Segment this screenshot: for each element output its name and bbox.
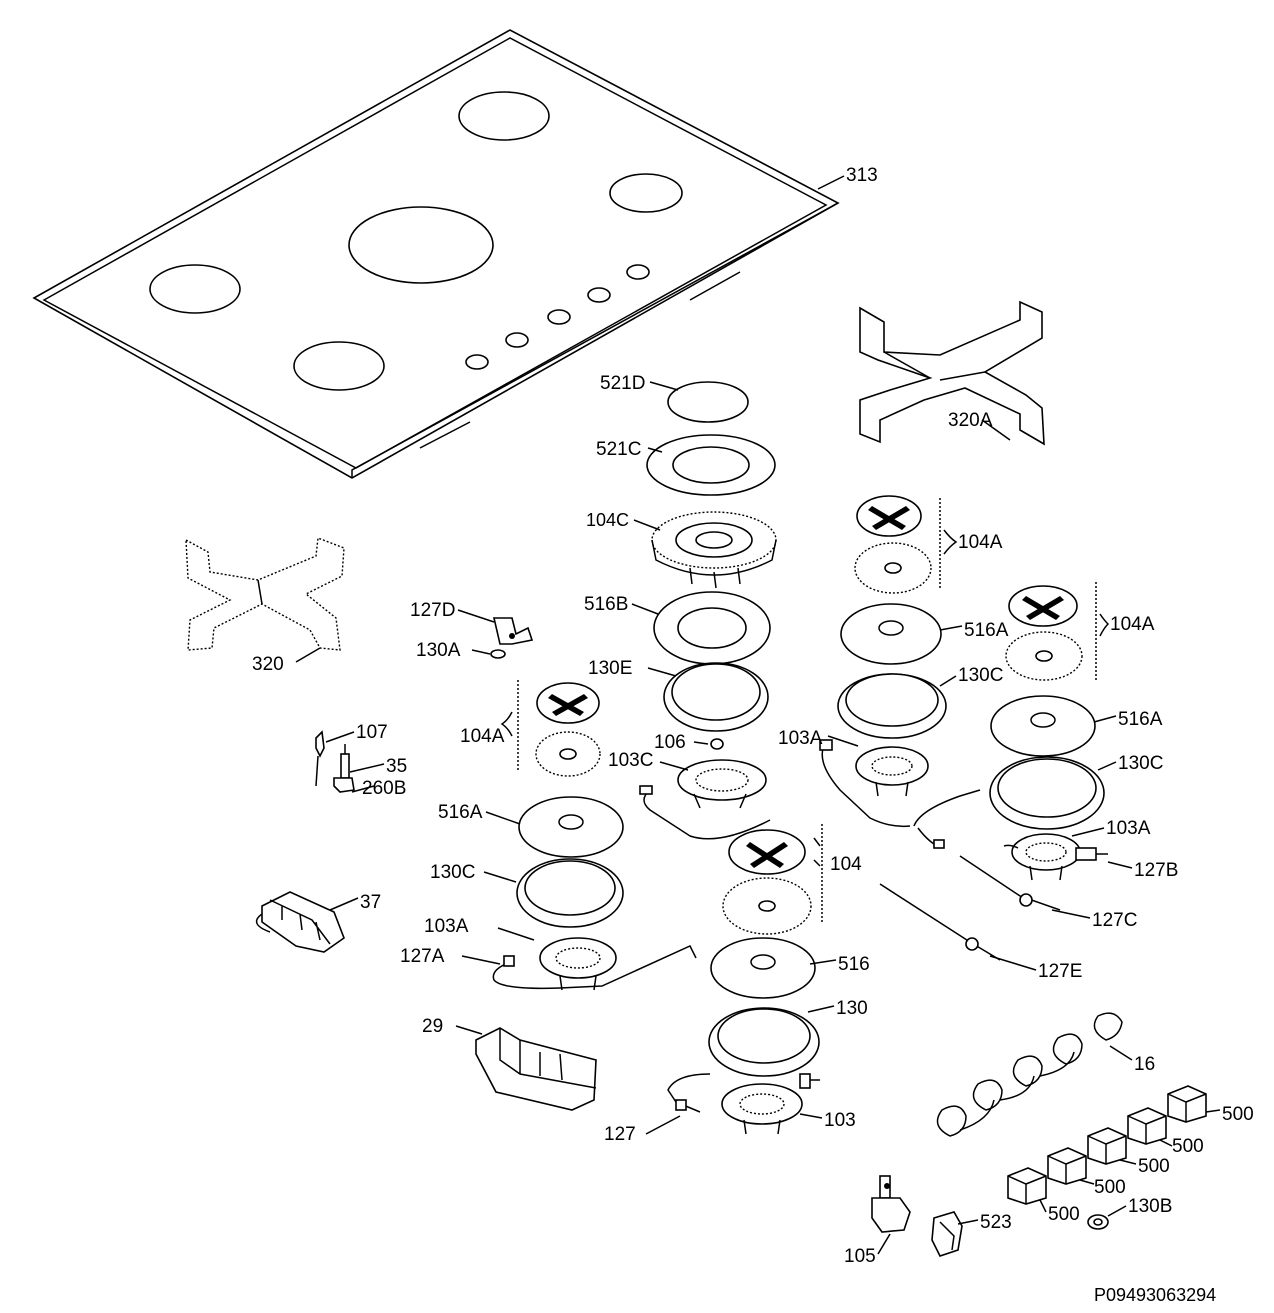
- label-104A-left: 104A: [460, 726, 505, 747]
- burner-104C: [651, 511, 777, 589]
- spring-clips-16: [936, 1012, 1123, 1137]
- spreader-516A-right: [990, 695, 1096, 757]
- injector-106: [710, 738, 724, 750]
- label-35: 35: [386, 756, 407, 777]
- seal-130C-right: [989, 756, 1105, 830]
- burner-104A-right: [1005, 585, 1083, 681]
- label-104C: 104C: [586, 510, 629, 530]
- knob-500-1: [1167, 1085, 1207, 1123]
- washer-130B: [1087, 1214, 1109, 1230]
- burner-104A-left: [535, 682, 601, 777]
- label-103A-right: 103A: [1106, 818, 1151, 839]
- label-500-3: 500: [1138, 1156, 1170, 1177]
- label-16: 16: [1134, 1054, 1155, 1075]
- burner-cap-521D: [667, 381, 749, 423]
- burner-body-103A-mid: [819, 739, 929, 828]
- label-130: 130: [836, 998, 868, 1019]
- label-516A-right: 516A: [1118, 709, 1163, 730]
- knob-500-5: [1007, 1167, 1047, 1205]
- knob-500-4: [1047, 1147, 1087, 1185]
- label-29: 29: [422, 1016, 443, 1037]
- ignition-37: [255, 891, 345, 953]
- label-130C-right: 130C: [1118, 753, 1163, 774]
- label-130E: 130E: [588, 658, 632, 679]
- label-516A-left: 516A: [438, 802, 483, 823]
- label-37: 37: [360, 892, 381, 913]
- label-130C-left: 130C: [430, 862, 475, 883]
- burner-ring-521C: [646, 434, 776, 496]
- label-500-4: 500: [1094, 1177, 1126, 1198]
- label-500-1: 500: [1222, 1104, 1254, 1125]
- pan-support-320: [185, 537, 345, 651]
- hob-top-313: [32, 29, 845, 479]
- label-260B: 260B: [362, 778, 406, 799]
- seal-130: [708, 1007, 820, 1077]
- label-320A: 320A: [948, 410, 993, 431]
- thermocouple-127E: [879, 883, 1001, 961]
- label-516B: 516B: [584, 594, 628, 615]
- label-106: 106: [654, 732, 686, 753]
- label-516A-mid: 516A: [964, 620, 1009, 641]
- label-521D: 521D: [600, 373, 645, 394]
- thermocouple-127: [667, 1073, 711, 1113]
- label-127D: 127D: [410, 600, 455, 621]
- spreader-516A-mid: [840, 603, 942, 665]
- label-130C-mid: 130C: [958, 665, 1003, 686]
- burner-body-103A-left: [539, 937, 617, 991]
- label-130B: 130B: [1128, 1196, 1172, 1217]
- thermocouple-127B: [1075, 847, 1108, 861]
- label-103C: 103C: [608, 750, 653, 771]
- electrode-107: [315, 730, 325, 787]
- seal-130C-left: [516, 858, 624, 928]
- clip-523: [931, 1211, 963, 1257]
- electrode-35: [340, 744, 350, 779]
- label-105: 105: [844, 1246, 876, 1267]
- label-104: 104: [830, 854, 862, 875]
- washer-130A: [490, 649, 506, 659]
- label-103: 103: [824, 1110, 856, 1131]
- label-500-5: 500: [1048, 1204, 1080, 1225]
- clip-260B: [333, 777, 355, 793]
- diagram-code: P09493063294: [1094, 1285, 1216, 1305]
- thermocouple-127C: [917, 827, 1061, 911]
- burner-body-103C: [639, 759, 771, 840]
- elbow-127D: [492, 617, 534, 645]
- gas-tap-105: [871, 1175, 911, 1233]
- spreader-516A-left: [518, 796, 624, 858]
- thermocouple-127A: [492, 945, 697, 990]
- label-313: 313: [846, 165, 878, 186]
- spreader-516: [710, 937, 816, 999]
- label-521C: 521C: [596, 439, 641, 460]
- knob-500-3: [1087, 1127, 1127, 1165]
- label-127C: 127C: [1092, 910, 1137, 931]
- ignition-29: [475, 1027, 597, 1111]
- label-127A: 127A: [400, 946, 445, 967]
- label-103A-mid: 103A: [778, 728, 823, 749]
- pan-support-320A: [859, 300, 1045, 446]
- seal-130C-mid: [837, 673, 947, 739]
- label-516: 516: [838, 954, 870, 975]
- label-500-2: 500: [1172, 1136, 1204, 1157]
- label-103A-left: 103A: [424, 916, 469, 937]
- label-130A: 130A: [416, 640, 461, 661]
- burner-body-103: [721, 1073, 820, 1135]
- label-127B: 127B: [1134, 860, 1178, 881]
- seal-130E: [663, 662, 769, 732]
- burner-104: [722, 829, 812, 935]
- spreader-516B: [653, 591, 771, 665]
- label-107: 107: [356, 722, 388, 743]
- knob-500-2: [1127, 1107, 1167, 1145]
- label-523: 523: [980, 1212, 1012, 1233]
- label-127: 127: [604, 1124, 636, 1145]
- label-127E: 127E: [1038, 961, 1082, 982]
- burner-104A-mid: [854, 495, 932, 594]
- label-320: 320: [252, 654, 284, 675]
- label-104A-mid: 104A: [958, 532, 1003, 553]
- burner-body-103A-right: [913, 789, 1081, 881]
- label-104A-right: 104A: [1110, 614, 1155, 635]
